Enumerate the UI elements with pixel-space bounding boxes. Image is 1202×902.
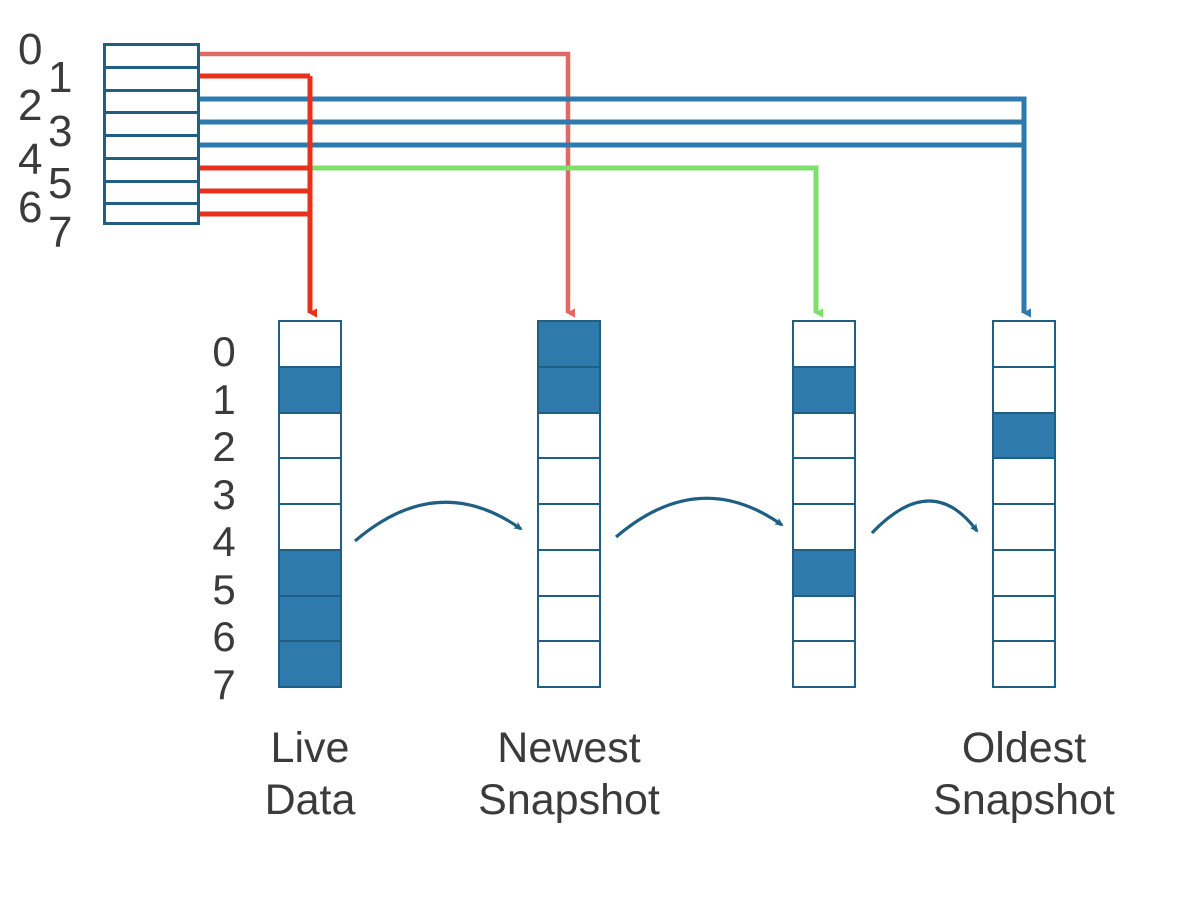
cell-live-6[interactable] bbox=[278, 594, 342, 643]
row-index-label: 3 bbox=[212, 470, 236, 518]
row-index-label: 1 bbox=[212, 375, 236, 423]
cell-middle-0[interactable] bbox=[792, 320, 856, 368]
cell-oldest-5[interactable] bbox=[992, 548, 1056, 597]
wire-row-0-to-newest bbox=[150, 51, 575, 318]
cell-middle-1[interactable] bbox=[792, 365, 856, 414]
cell-oldest-3[interactable] bbox=[992, 457, 1056, 505]
cell-oldest-4[interactable] bbox=[992, 503, 1056, 551]
cell-live-7[interactable] bbox=[278, 640, 342, 688]
page-table bbox=[103, 43, 200, 225]
page-table-row bbox=[106, 205, 197, 228]
page-table-row bbox=[106, 137, 197, 160]
cell-middle-4[interactable] bbox=[792, 503, 856, 551]
column-oldest-snapshot bbox=[992, 320, 1056, 702]
column-newest-snapshot bbox=[537, 320, 601, 702]
cell-oldest-1[interactable] bbox=[992, 365, 1056, 414]
page-table-label-2: 2 bbox=[18, 81, 43, 130]
caption-live-data: Live Data bbox=[210, 722, 410, 826]
cell-middle-7[interactable] bbox=[792, 640, 856, 688]
flow-arrow-middle-to-oldest bbox=[870, 499, 979, 535]
flow-arrow-newest-to-middle bbox=[614, 496, 784, 539]
caption-newest-snapshot-line2: Snapshot bbox=[478, 776, 660, 824]
page-table-row bbox=[106, 92, 197, 115]
cell-oldest-0[interactable] bbox=[992, 320, 1056, 368]
wire-row-2-to-oldest bbox=[150, 96, 1031, 318]
caption-live-data-line1: Live bbox=[270, 724, 350, 772]
cell-newest-2[interactable] bbox=[537, 411, 601, 460]
row-index-label: 0 bbox=[212, 328, 236, 375]
page-table-row bbox=[106, 114, 197, 137]
cell-newest-3[interactable] bbox=[537, 457, 601, 505]
row-index-label: 7 bbox=[212, 660, 236, 708]
caption-newest-snapshot: Newest Snapshot bbox=[434, 722, 704, 826]
page-table-label-0: 0 bbox=[18, 25, 43, 74]
cell-newest-4[interactable] bbox=[537, 503, 601, 551]
cell-newest-7[interactable] bbox=[537, 640, 601, 688]
cell-middle-6[interactable] bbox=[792, 594, 856, 643]
cell-oldest-7[interactable] bbox=[992, 640, 1056, 688]
cell-live-2[interactable] bbox=[278, 411, 342, 460]
caption-oldest-snapshot-line1: Oldest bbox=[961, 724, 1087, 772]
cell-live-1[interactable] bbox=[278, 365, 342, 414]
page-table-label-3: 3 bbox=[48, 107, 73, 156]
page-table-label-6: 6 bbox=[18, 183, 43, 232]
row-index-label: 4 bbox=[212, 518, 236, 565]
column-row-index-labels: 0 1 2 3 4 5 6 7 bbox=[200, 328, 248, 708]
page-table-row bbox=[106, 183, 197, 206]
cell-live-5[interactable] bbox=[278, 548, 342, 597]
cell-newest-6[interactable] bbox=[537, 594, 601, 643]
wire-row-5-to-middle bbox=[310, 165, 823, 318]
cell-newest-5[interactable] bbox=[537, 548, 601, 597]
page-table-label-4: 4 bbox=[18, 135, 43, 184]
column-middle-snapshot bbox=[792, 320, 856, 702]
cell-newest-1[interactable] bbox=[537, 365, 601, 414]
caption-oldest-snapshot: Oldest Snapshot bbox=[889, 722, 1159, 826]
row-index-label: 2 bbox=[212, 423, 236, 470]
page-table-label-1: 1 bbox=[48, 53, 73, 102]
page-table-label-5: 5 bbox=[48, 159, 73, 208]
caption-live-data-line2: Data bbox=[264, 776, 356, 824]
caption-oldest-snapshot-line2: Snapshot bbox=[933, 776, 1115, 824]
page-table-row bbox=[106, 69, 197, 92]
cell-newest-0[interactable] bbox=[537, 320, 601, 368]
page-table-row bbox=[106, 160, 197, 183]
flow-arrow-live-to-newest bbox=[353, 500, 523, 543]
cell-middle-5[interactable] bbox=[792, 548, 856, 597]
page-table-label-7: 7 bbox=[48, 208, 73, 257]
cell-oldest-2[interactable] bbox=[992, 411, 1056, 460]
row-index-label: 6 bbox=[212, 613, 236, 660]
column-live-data bbox=[278, 320, 342, 702]
row-index-label: 5 bbox=[212, 565, 236, 613]
cell-middle-2[interactable] bbox=[792, 411, 856, 460]
cell-live-3[interactable] bbox=[278, 457, 342, 505]
cell-oldest-6[interactable] bbox=[992, 594, 1056, 643]
cell-middle-3[interactable] bbox=[792, 457, 856, 505]
page-table-row bbox=[106, 46, 197, 69]
cell-live-0[interactable] bbox=[278, 320, 342, 368]
cell-live-4[interactable] bbox=[278, 503, 342, 551]
caption-newest-snapshot-line1: Newest bbox=[497, 724, 641, 772]
